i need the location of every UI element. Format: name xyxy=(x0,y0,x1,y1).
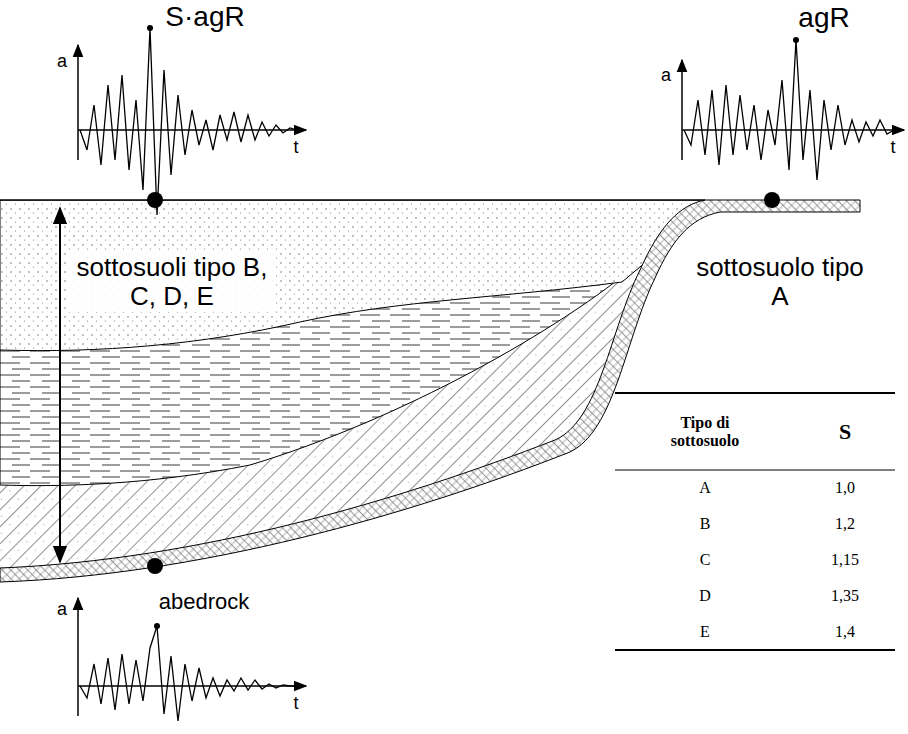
site-dot xyxy=(764,192,780,208)
table-cell: E xyxy=(700,623,710,641)
accelerograms xyxy=(80,25,894,721)
table-cell: 1,15 xyxy=(831,551,859,569)
table-cell: 1,4 xyxy=(835,623,855,641)
table-rules xyxy=(615,393,895,650)
accelerogram-trace xyxy=(80,28,297,215)
table-cell: 1,35 xyxy=(831,587,859,605)
peak-label: abedrock xyxy=(159,590,250,614)
table-cell: 1,0 xyxy=(835,479,855,497)
accelerogram-trace xyxy=(684,40,894,180)
table-cell: A xyxy=(699,479,711,497)
peak-label: S·agR xyxy=(165,2,244,33)
soil-label: sottosuoli tipo B, C, D, E xyxy=(68,252,276,311)
peak-marker xyxy=(147,25,153,31)
table-header: S xyxy=(839,420,851,444)
table-header: Tipo di sottosuolo xyxy=(650,414,760,449)
axis-label: a xyxy=(661,66,671,86)
axis-label: t xyxy=(293,694,298,714)
axis-label: t xyxy=(293,138,298,158)
peak-label: agR xyxy=(798,3,849,34)
peak-marker xyxy=(793,37,799,43)
depth-arrow xyxy=(59,208,61,562)
table-cell: D xyxy=(699,587,711,605)
table-cell: 1,2 xyxy=(835,515,855,533)
sand-layer xyxy=(0,200,720,351)
site-dot xyxy=(147,558,163,574)
soil-label: sottosuolo tipo A xyxy=(695,253,865,310)
peak-marker xyxy=(154,623,160,629)
table-cell: B xyxy=(700,515,711,533)
axis-label: a xyxy=(57,600,67,620)
chart-axes xyxy=(78,45,904,716)
accelerogram-trace xyxy=(80,626,297,721)
site-dot xyxy=(147,192,163,208)
table-cell: C xyxy=(700,551,711,569)
ground-surface xyxy=(0,199,705,201)
axis-label: a xyxy=(57,52,67,72)
axis-label: t xyxy=(890,138,895,158)
